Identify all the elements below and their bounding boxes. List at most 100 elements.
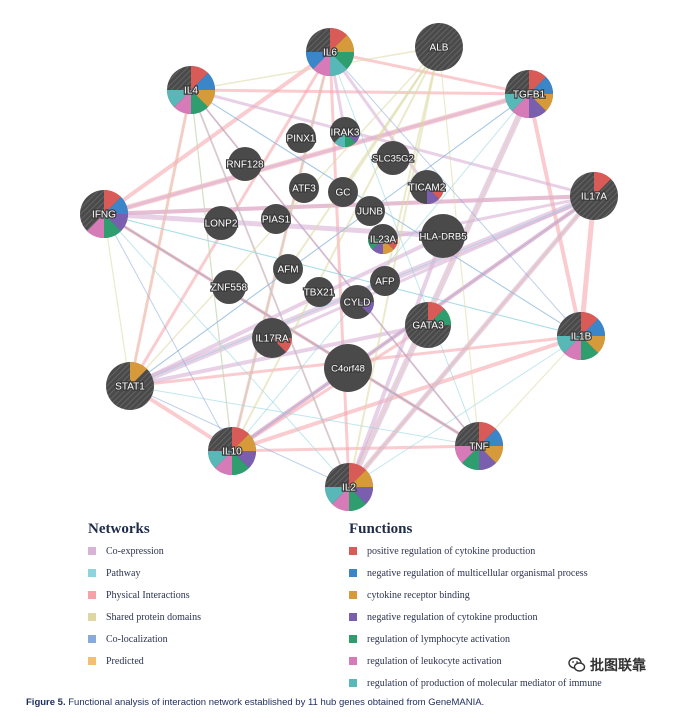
gene-label: C4orf48: [331, 364, 365, 375]
gene-label: GC: [336, 188, 351, 199]
gene-node-lonp2[interactable]: LONP2: [203, 206, 239, 240]
legend-swatch: [88, 657, 96, 665]
network-edge: [190, 89, 350, 488]
function-wedge: [427, 187, 440, 204]
function-wedge: [345, 132, 360, 143]
gene-node-il17ra[interactable]: IL17RA: [252, 318, 292, 358]
gene-label: ZNF558: [211, 283, 248, 294]
gene-node-il1b[interactable]: IL1B: [557, 312, 605, 360]
gene-node-tnf[interactable]: TNF: [455, 422, 503, 470]
gene-node-rnf128[interactable]: RNF128: [225, 147, 265, 181]
watermark: 批图联靠: [568, 654, 686, 676]
gene-node-circle: [273, 254, 303, 284]
legend-swatch: [349, 657, 357, 665]
function-wedge: [594, 172, 611, 196]
gene-node-afp[interactable]: AFP: [370, 266, 400, 296]
gene-node-circle: [289, 173, 319, 203]
function-wedge: [215, 451, 232, 475]
gene-label: IRAK3: [331, 128, 360, 139]
gene-node-circle: [212, 270, 246, 304]
legend-swatch: [349, 569, 357, 577]
gene-node-ifng[interactable]: IFNG: [80, 190, 128, 238]
function-wedge: [557, 336, 581, 353]
function-wedge: [191, 66, 208, 90]
gene-node-tgfb1[interactable]: TGFB1: [505, 70, 553, 119]
legend-swatch: [88, 569, 96, 577]
gene-node-irak3[interactable]: IRAK3: [329, 117, 361, 147]
gene-node-il17a[interactable]: IL17A: [570, 172, 618, 220]
gene-node-tbx21[interactable]: TBX21: [303, 277, 336, 307]
legend-label: negative regulation of cytokine producti…: [367, 611, 538, 623]
function-wedge: [232, 451, 249, 475]
gene-node-stat1[interactable]: STAT1: [106, 362, 154, 410]
gene-node-il4[interactable]: IL4: [167, 66, 215, 114]
function-wedge: [232, 434, 256, 451]
function-wedge: [383, 239, 394, 254]
gene-node-circle: [355, 196, 385, 226]
legend-label: positive regulation of cytokine producti…: [367, 545, 536, 557]
function-wedge: [332, 487, 349, 511]
gene-node-circle: [204, 206, 238, 240]
legend-swatch: [349, 679, 357, 687]
function-wedge: [428, 302, 445, 325]
gene-label: LONP2: [205, 219, 238, 230]
network-edge: [103, 213, 131, 387]
gene-node-pias1[interactable]: PIAS1: [261, 204, 292, 234]
legend-item: cytokine receptor binding: [349, 584, 602, 606]
function-wedge: [462, 446, 479, 470]
gene-node-slc35g2[interactable]: SLC35G2: [371, 141, 415, 175]
gene-label: JUNB: [357, 207, 383, 218]
gene-node-gc[interactable]: GC: [328, 177, 358, 207]
network-edge: [231, 51, 331, 452]
gene-node-circle: [328, 177, 358, 207]
function-wedge: [330, 52, 354, 69]
gene-node-znf558[interactable]: ZNF558: [210, 270, 249, 304]
gene-node-hla-drb5[interactable]: HLA-DRB5: [418, 214, 468, 258]
gene-node-circle: [324, 344, 372, 392]
gene-label: IL4: [184, 86, 198, 97]
gene-node-c4orf48[interactable]: C4orf48: [324, 344, 372, 392]
gene-node-il10[interactable]: IL10: [208, 427, 256, 475]
gene-node-alb[interactable]: ALB: [415, 23, 463, 71]
gene-node-cyld[interactable]: CYLD: [340, 285, 374, 319]
network-edge: [190, 89, 582, 337]
functions-legend: positive regulation of cytokine producti…: [349, 540, 602, 694]
network-edge: [103, 213, 480, 447]
legend-label: Co-localization: [106, 633, 168, 645]
function-wedge: [427, 187, 444, 200]
legend-label: negative regulation of multicellular org…: [367, 567, 588, 579]
function-wedge: [208, 451, 232, 468]
function-wedge: [174, 90, 191, 114]
legend-item: positive regulation of cytokine producti…: [349, 540, 602, 562]
gene-node-junb[interactable]: JUNB: [355, 196, 385, 226]
gene-node-circle: [261, 204, 291, 234]
gene-node-ticam2[interactable]: TICAM2: [407, 170, 447, 204]
network-edge: [342, 46, 440, 193]
legend-swatch: [349, 613, 357, 621]
gene-node-pinx1[interactable]: PINX1: [285, 123, 317, 153]
gene-node-gata3[interactable]: GATA3: [405, 302, 451, 348]
network-edge: [103, 213, 582, 337]
legend-label: Pathway: [106, 567, 141, 579]
gene-label: IL10: [222, 447, 242, 458]
gene-label: AFM: [277, 265, 298, 276]
network-edge: [478, 335, 582, 447]
legend-item: regulation of leukocyte activation: [349, 650, 602, 672]
gene-node-atf3[interactable]: ATF3: [289, 173, 319, 203]
legend-label: regulation of production of molecular me…: [367, 677, 602, 689]
function-wedge: [529, 94, 553, 111]
legend-label: Co-expression: [106, 545, 164, 557]
gene-node-afm[interactable]: AFM: [273, 254, 303, 284]
gene-node-il6[interactable]: IL6: [306, 28, 354, 76]
function-wedge: [428, 308, 451, 325]
gene-node-circle: [286, 123, 316, 153]
function-wedge: [529, 70, 546, 94]
gene-label: SLC35G2: [372, 154, 414, 165]
function-wedge: [505, 94, 529, 111]
gene-node-il23a[interactable]: IL23A: [368, 224, 398, 254]
gene-node-il2[interactable]: IL2: [325, 463, 373, 511]
gene-node-circle: [370, 266, 400, 296]
network-edge: [348, 46, 440, 488]
